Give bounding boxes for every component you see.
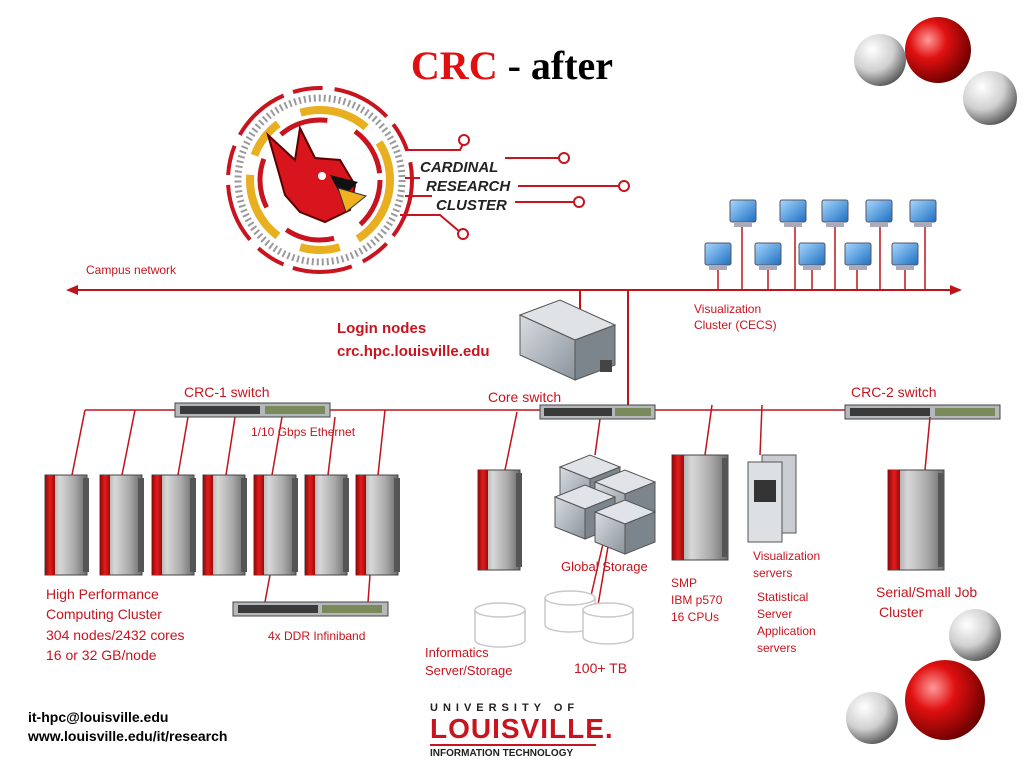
rack-icon (355, 474, 400, 576)
vis-cluster-links (717, 225, 926, 290)
desktop-icon (704, 242, 732, 270)
university-logo: UNIVERSITY OF LOUISVILLE. INFORMATION TE… (430, 702, 614, 759)
ethernet-label: 1/10 Gbps Ethernet (251, 425, 356, 439)
hpc-links (71, 409, 386, 603)
rack-icon (99, 474, 144, 576)
stat-label-2: Server (757, 607, 793, 621)
hpc-cluster-racks (44, 474, 400, 576)
informatics-rack-icon (477, 469, 522, 571)
smp-rack-icon (671, 454, 729, 561)
disk-icon (474, 602, 526, 648)
crc2-switch-icon (844, 404, 1001, 420)
informatics-label-2: Server/Storage (425, 663, 513, 678)
crc2-switch-label: CRC-2 switch (851, 384, 937, 400)
desktop-icon (798, 242, 826, 270)
login-nodes-host: crc.hpc.louisville.edu (337, 343, 490, 360)
hpc-label-4: 16 or 32 GB/node (46, 647, 157, 663)
core-switch-label: Core switch (488, 389, 562, 405)
visualization-cluster-computers (704, 199, 937, 270)
stat-label-3: Application (757, 624, 816, 638)
rack-icon (253, 474, 298, 576)
stat-label-1: Statistical (757, 590, 809, 604)
hpc-label-1: High Performance (46, 586, 159, 602)
infiniband-label: 4x DDR Infiniband (268, 629, 366, 643)
logo-text-cluster: CLUSTER (436, 197, 507, 214)
desktop-icon (821, 199, 849, 227)
infiniband-switch-icon (232, 601, 389, 617)
crc1-switch-label: CRC-1 switch (184, 384, 270, 400)
vis-servers-label-2: servers (753, 566, 793, 580)
serial-rack-icon (887, 469, 945, 571)
hpc-label-3: 304 nodes/2432 cores (46, 627, 185, 643)
cardinal-logo-icon: CARDINAL RESEARCH CLUSTER (226, 86, 630, 274)
desktop-icon (844, 242, 872, 270)
desktop-icon (865, 199, 893, 227)
visualization-cluster-sub: Cluster (CECS) (694, 318, 777, 332)
storage-disks (474, 590, 634, 648)
global-storage-icon (553, 454, 657, 555)
desktop-icon (754, 242, 782, 270)
informatics-label-1: Informatics (425, 645, 489, 660)
molecule-bottom-icon (846, 609, 1001, 744)
smp-label-2: IBM p570 (671, 593, 723, 607)
serial-label-1: Serial/Small Job (876, 584, 978, 600)
university-logo-line3: INFORMATION TECHNOLOGY (430, 744, 596, 759)
desktop-icon (909, 199, 937, 227)
rack-icon (151, 474, 196, 576)
desktop-icon (729, 199, 757, 227)
smp-label-1: SMP (671, 576, 698, 590)
stat-label-4: servers (757, 641, 797, 655)
logo-text-cardinal: CARDINAL (420, 159, 498, 176)
visualization-cluster-label: Visualization (694, 302, 762, 316)
rack-icon (304, 474, 349, 576)
serial-label-2: Cluster (879, 604, 924, 620)
desktop-icon (779, 199, 807, 227)
storage-capacity-label: 100+ TB (574, 660, 628, 676)
university-logo-line2: LOUISVILLE. (430, 713, 614, 744)
login-nodes-server-icon (518, 299, 617, 381)
disk-icon (582, 602, 634, 645)
molecule-top-icon (854, 17, 1017, 125)
smp-label-3: 16 CPUs (671, 610, 720, 624)
campus-network-line (66, 285, 962, 295)
title-after: - after (497, 43, 614, 88)
desktop-icon (891, 242, 919, 270)
footer-url: www.louisville.edu/it/research (28, 728, 228, 744)
title-crc: CRC (410, 43, 498, 88)
crc1-switch-icon (174, 402, 331, 418)
global-storage-label: Global Storage (561, 559, 648, 574)
campus-network-label: Campus network (86, 263, 177, 277)
footer-email: it-hpc@louisville.edu (28, 709, 169, 725)
core-switch-icon (539, 404, 656, 420)
rack-icon (202, 474, 247, 576)
university-logo-line1: UNIVERSITY OF (430, 702, 580, 714)
hpc-label-2: Computing Cluster (46, 606, 162, 622)
login-nodes-label: Login nodes (337, 320, 427, 337)
visualization-server-icon (747, 454, 797, 543)
page-title: CRC - after (0, 42, 1024, 89)
logo-text-research: RESEARCH (426, 178, 511, 195)
rack-icon (44, 474, 89, 576)
vis-servers-label-1: Visualization (753, 549, 821, 563)
